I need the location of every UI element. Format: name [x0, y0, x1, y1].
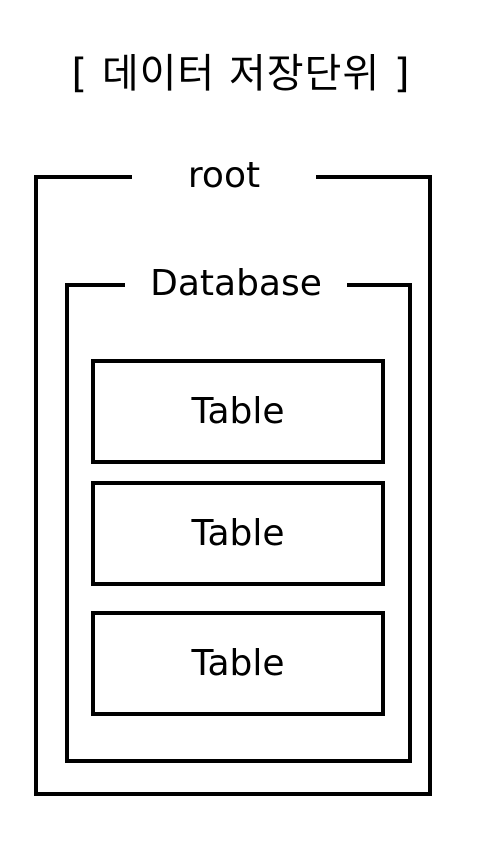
table-box-2: Table — [91, 481, 385, 586]
table-box-3: Table — [91, 611, 385, 716]
database-label: Database — [125, 263, 347, 305]
table-box-1: Table — [91, 359, 385, 464]
root-container: root — [34, 155, 432, 796]
database-container: Database — [65, 263, 412, 763]
root-label: root — [132, 155, 316, 197]
table-label: Table — [191, 643, 285, 684]
diagram-title: [ 데이터 저장단위 ] — [71, 51, 411, 97]
table-label: Table — [191, 513, 285, 554]
table-label: Table — [191, 391, 285, 432]
